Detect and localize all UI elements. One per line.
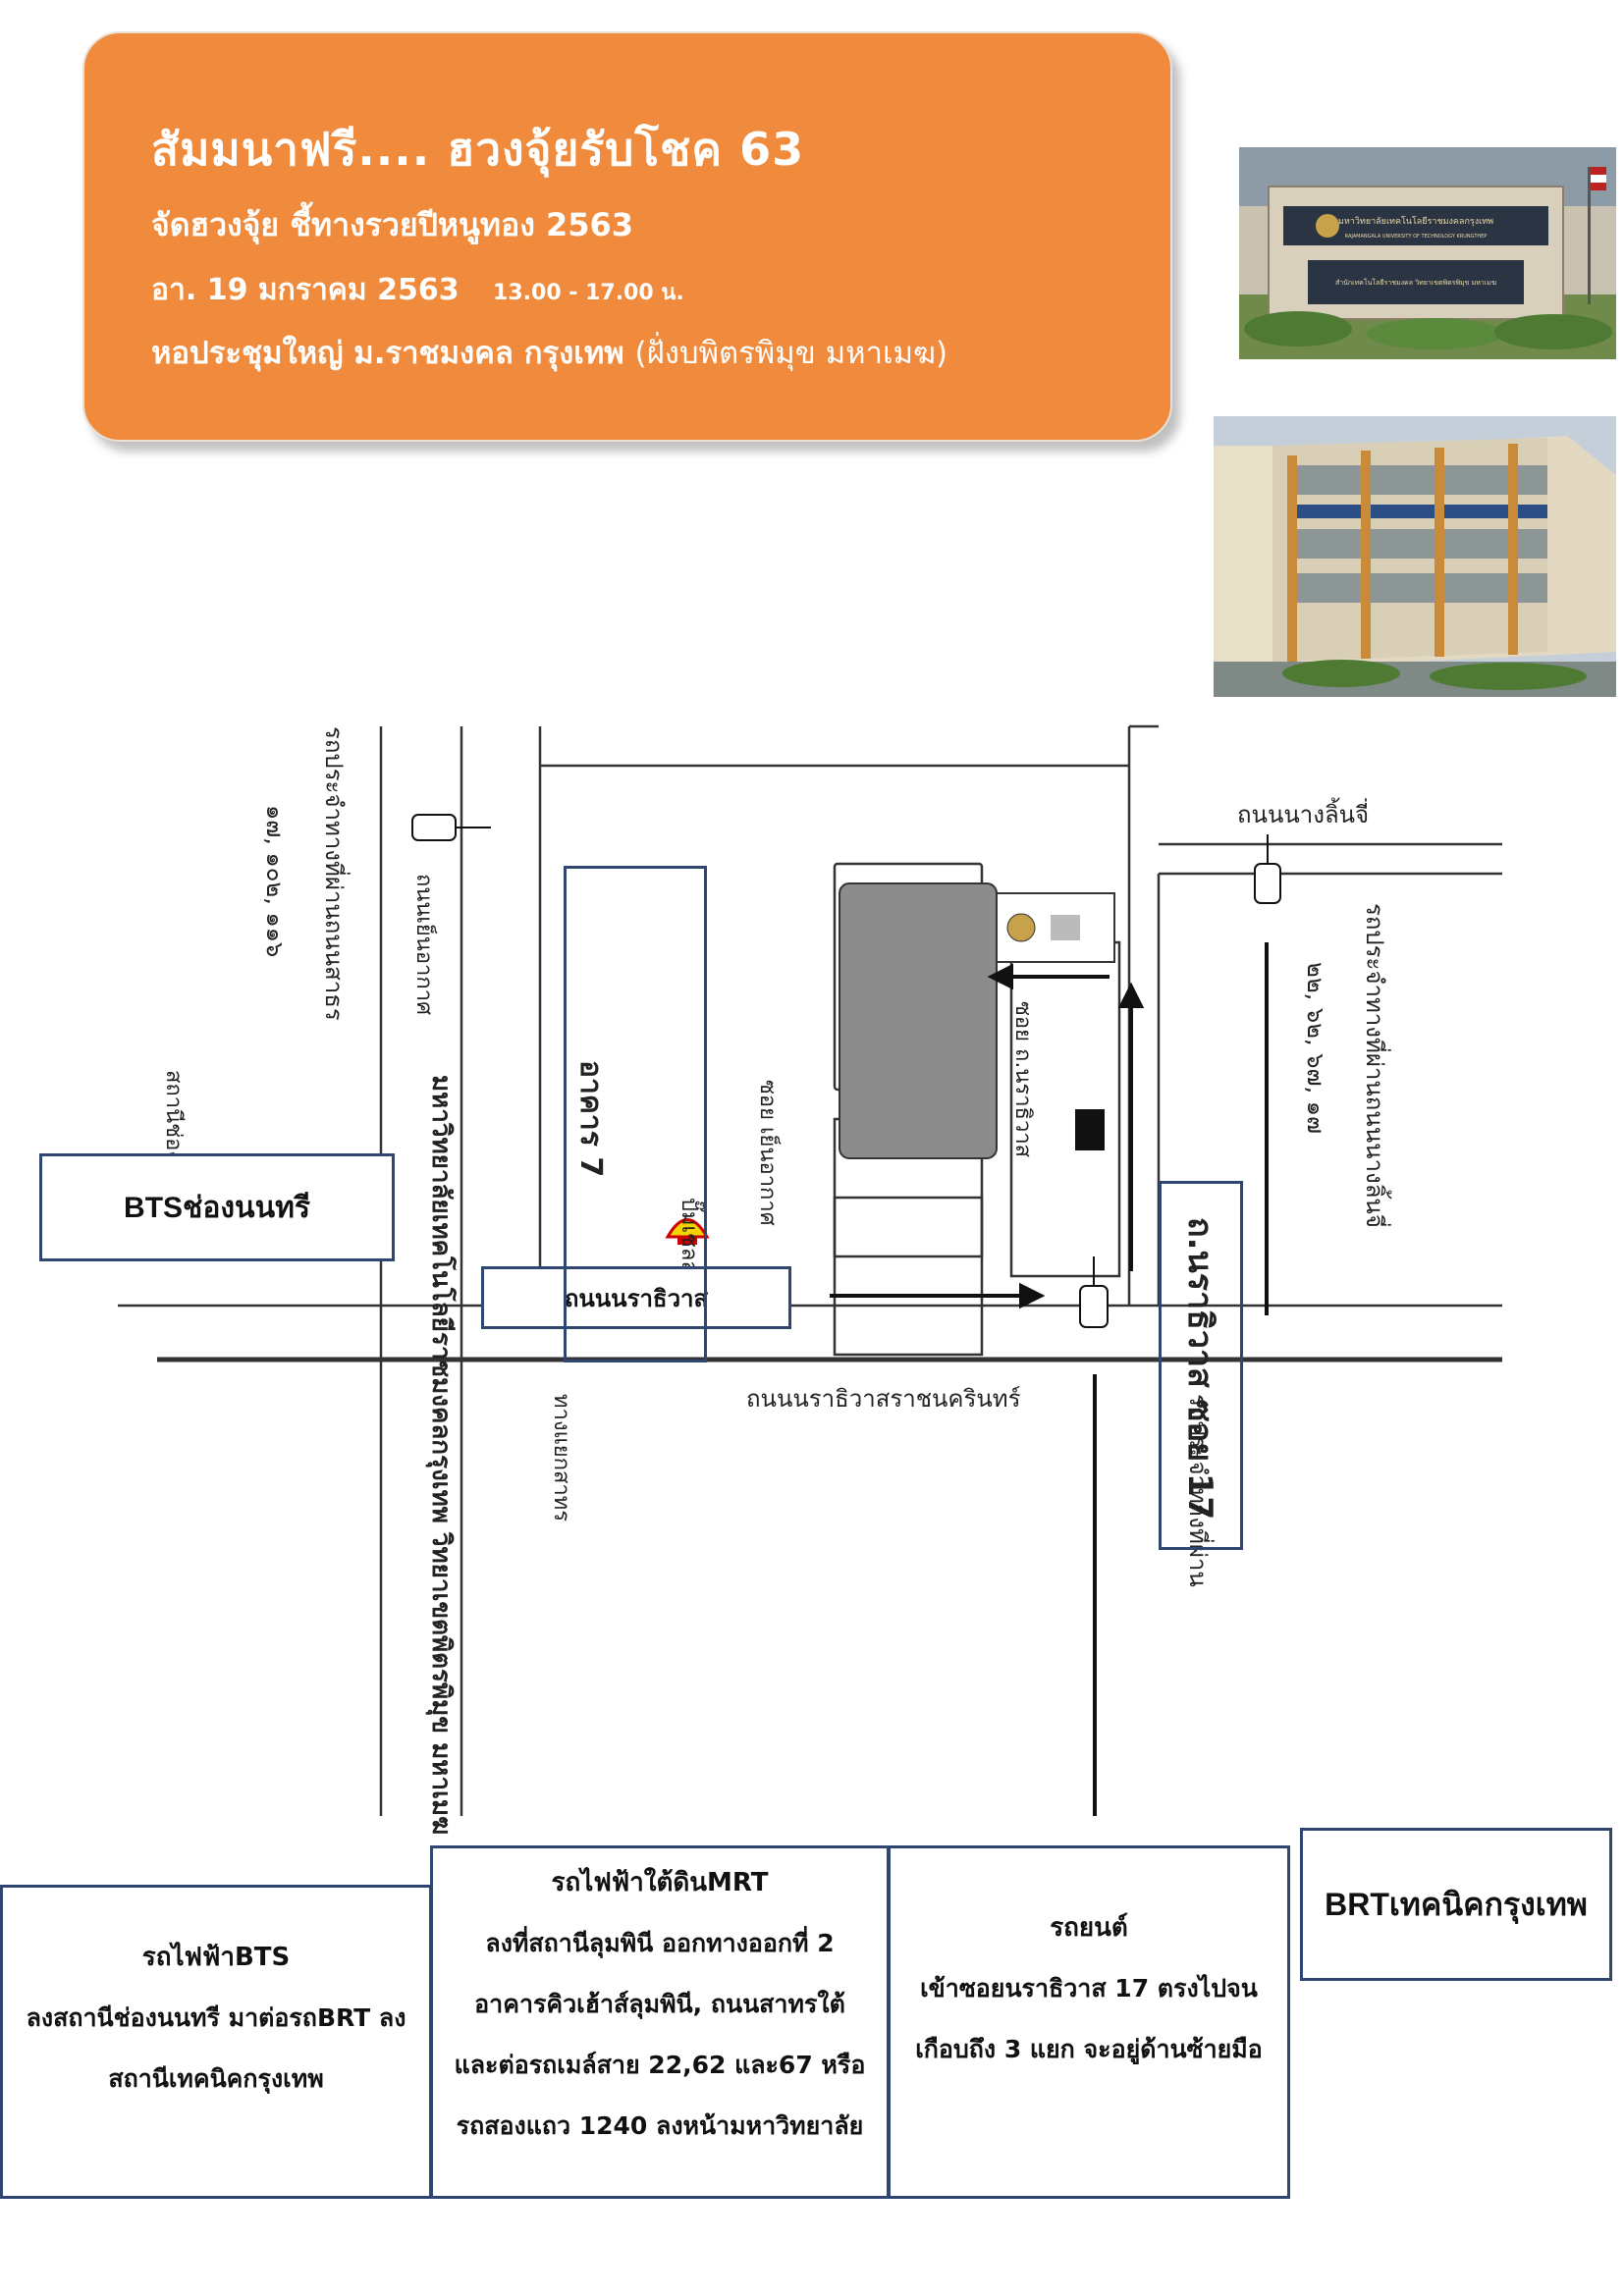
university-sign-photo: มหาวิทยาลัยเทคโนโลยีราชมงคลกรุงเทพ RAJAM…: [1239, 147, 1616, 359]
info-bts-head: รถไฟฟ้าBTS: [141, 1943, 291, 1972]
event-subtitle: จัดฮวงจุ้ย ชี้ทางรวยปีหนูทอง 2563: [151, 206, 634, 243]
soi-near-shell: ซอย เย็นอากาศ: [755, 1080, 780, 1226]
info-car-line2: เกือบถึง 3 แยก จะอยู่ด้านซ้ายมือ: [915, 2035, 1263, 2063]
info-mrt-line2: อาคารคิวเฮ้าส์ลุมพินี, ถนนสาทรใต้: [474, 1990, 845, 2018]
info-bts-line2: สถานีเทคนิคกรุงเทพ: [108, 2064, 324, 2093]
soi-label-box: [1159, 1181, 1243, 1550]
side-label-1: ถนนเย็นอากาศ: [411, 874, 436, 1016]
map-roads: [118, 724, 1502, 1816]
event-banner: สัมมนาฟรี.... ฮวงจุ้ยรับโชค 63 จัดฮวงจุ้…: [82, 31, 1172, 442]
info-mrt: รถไฟฟ้าใต้ดินMRT ลงที่สถานีลุมพินี ออกทา…: [430, 1845, 890, 2199]
event-datetime: อา. 19 มกราคม 2563 13.00 - 17.00 น.: [151, 267, 684, 313]
info-bts-line1: ลงสถานีช่องนนทรี มาต่อรถBRT ลง: [26, 2003, 406, 2032]
sign2-text: สำนักเทคโนโลยีราชมงคล วิทยาเขตพิตรพิมุข …: [1335, 278, 1496, 287]
bus-left-label: รถประจำทางที่ผ่านถนนสาธร: [320, 726, 348, 1021]
event-time: 13.00 - 17.00 น.: [493, 281, 684, 305]
info-bts: รถไฟฟ้าBTS ลงสถานีช่องนนทรี มาต่อรถBRT ล…: [0, 1885, 432, 2199]
info-mrt-line3: และต่อรถเมล์สาย 22,62 และ67 หรือ: [454, 2051, 866, 2079]
info-mrt-line1: ลงที่สถานีลุมพินี ออกทางออกที่ 2: [485, 1929, 835, 1957]
road-bottom-label: ถนนนราธิวาสราชนครินทร์: [746, 1385, 1021, 1413]
bus-right-lines: ๒๒, ๖๒, ๖๗, ๑๗: [1302, 962, 1329, 1135]
campus-label-box: [564, 866, 707, 1362]
building-photo: [1214, 416, 1616, 697]
info-car: รถยนต์ เข้าซอยนราธิวาส 17 ตรงไปจน เกือบถ…: [888, 1845, 1290, 2199]
sign-text-th: มหาวิทยาลัยเทคโนโลยีราชมงคลกรุงเทพ: [1338, 216, 1493, 227]
info-car-head: รถยนต์: [1050, 1913, 1128, 1943]
info-mrt-line4: รถสองแถว 1240 ลงหน้ามหาวิทยาลัย: [456, 2111, 864, 2140]
brt-box: BRTเทคนิคกรุงเทพ: [1300, 1828, 1612, 1981]
road-top-label: ถนนนางลิ้นจี่: [1237, 801, 1370, 828]
bts-chongnonsi-box: BTSช่องนนทรี: [39, 1153, 395, 1261]
soi-near-campus: ซอย ถ.นราธิวาส: [1010, 1001, 1035, 1158]
sign-text-en: RAJAMANGALA UNIVERSITY OF TECHNOLOGY KRU…: [1345, 234, 1488, 240]
bus-left-lines: ๑๗, ๑๐๒, ๑๑๖: [261, 805, 289, 958]
event-title: สัมมนาฟรี.... ฮวงจุ้ยรับโชค 63: [151, 123, 805, 176]
location-map: มหาวิทยาลัยเทคโนโลยีราชมงคลกรุงเทพ วิทยา…: [0, 707, 1624, 1865]
campus-label: มหาวิทยาลัยเทคโนโลยีราชมงคลกรุงเทพ วิทยา…: [426, 1075, 456, 1836]
road-narathiwat-box: ถนนนราธิวาส: [481, 1266, 791, 1329]
side-label-2: ทางแยกสาทร: [549, 1394, 573, 1522]
event-venue: หอประชุมใหญ่ ม.ราชมงคล กรุงเทพ (ฝั่งบพิต…: [151, 328, 947, 377]
info-mrt-head: รถไฟฟ้าใต้ดินMRT: [551, 1868, 769, 1897]
bus-right-label: รถประจำทางที่ผ่านถนนนางลิ้นจี่: [1361, 903, 1388, 1228]
venue-name: หอประชุมใหญ่ ม.ราชมงคล กรุงเทพ: [151, 336, 624, 371]
info-car-line1: เข้าซอยนราธิวาส 17 ตรงไปจน: [920, 1974, 1258, 2002]
hand-pointer-icon: [411, 814, 1281, 1328]
event-date: อา. 19 มกราคม 2563: [151, 273, 460, 307]
venue-note: (ฝั่งบพิตรพิมุข มหาเมฆ): [634, 336, 948, 371]
